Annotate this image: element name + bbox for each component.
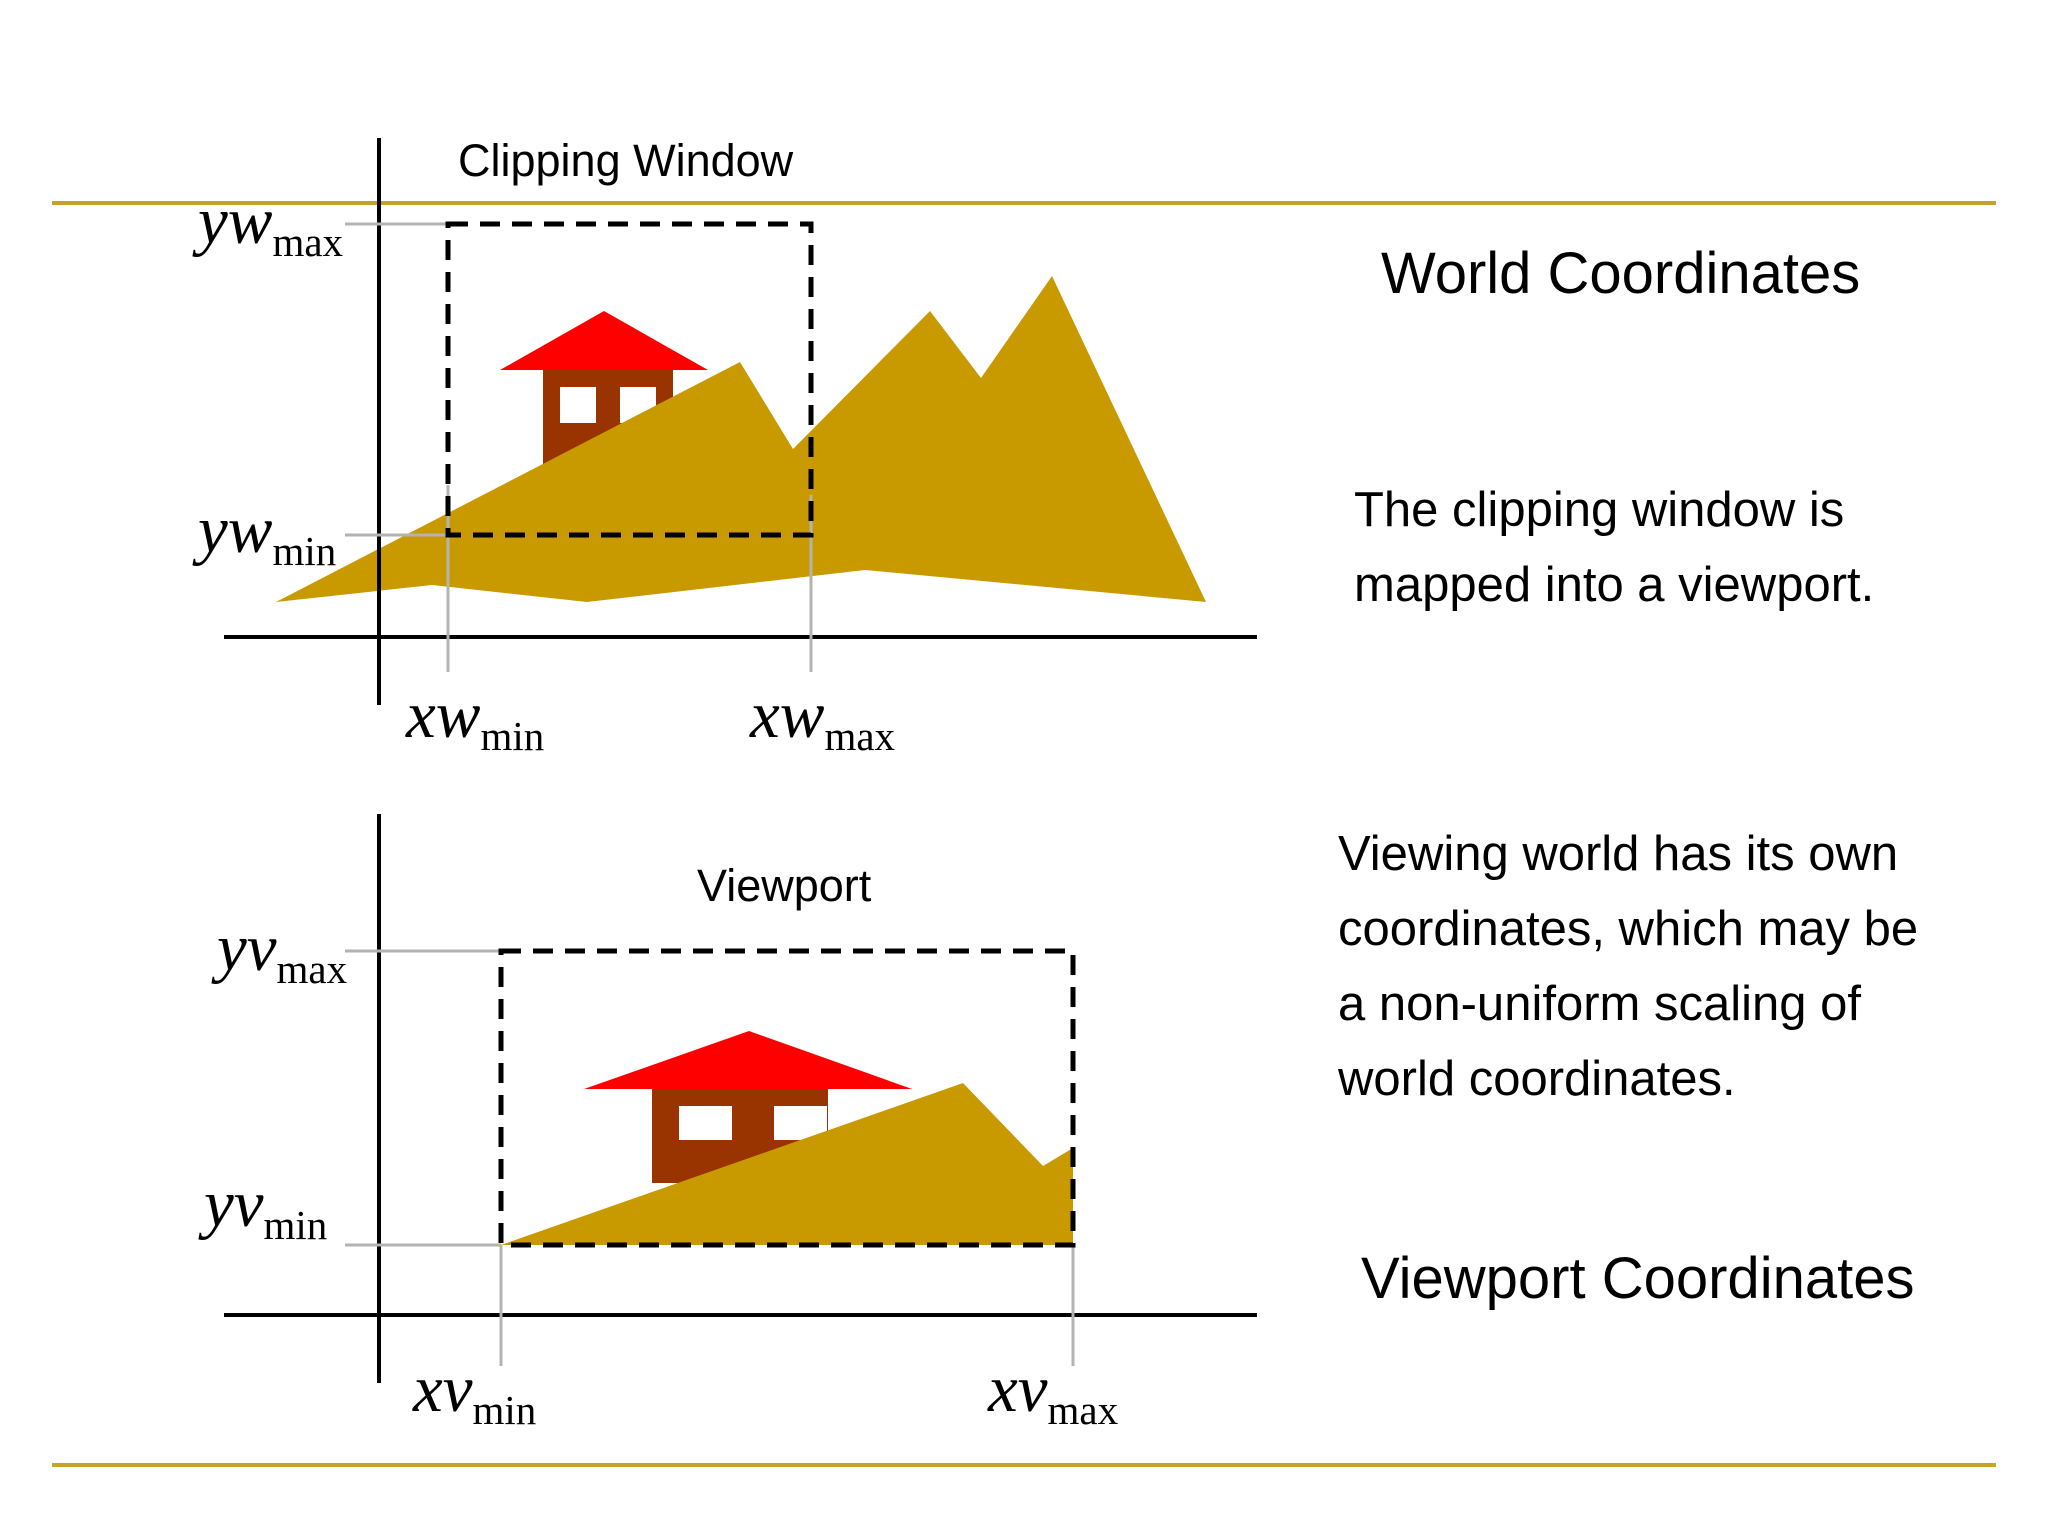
viewport-house-roof (584, 1031, 912, 1089)
world-mountains (276, 276, 1206, 602)
viewport-description-line-1: Viewing world has its own (1338, 827, 1898, 881)
viewport-house-window-left (679, 1106, 732, 1140)
world-y-max-label: ywmax (192, 184, 343, 265)
world-x-max-label: xwmax (749, 678, 895, 759)
viewport-panel: Viewport yvmax yvmin xvmi (198, 814, 1257, 1433)
world-house-window-left (560, 387, 596, 423)
world-scene (276, 276, 1206, 602)
viewport-description-line-4: world coordinates. (1337, 1052, 1736, 1106)
viewport-y-min-label: yvmin (198, 1167, 327, 1248)
viewport-y-max-label: yvmax (211, 911, 347, 992)
viewport-mountains (501, 1083, 1073, 1245)
viewport-box (498, 948, 1076, 1248)
clipping-description-line-2: mapped into a viewport. (1354, 558, 1874, 612)
world-coordinates-heading: World Coordinates (1381, 241, 1860, 306)
clipping-description: The clipping window is mapped into a vie… (1354, 483, 1874, 612)
clipping-window-box (445, 221, 814, 538)
world-y-min-label: ywmin (192, 493, 336, 574)
clipping-window-title: Clipping Window (458, 135, 794, 186)
clipping-description-line-1: The clipping window is (1354, 483, 1844, 537)
viewport-description-line-3: a non-uniform scaling of (1338, 977, 1861, 1031)
viewport-x-min-label: xvmin (412, 1352, 536, 1433)
viewport-description: Viewing world has its own coordinates, w… (1337, 827, 1932, 1106)
world-x-min-label: xwmin (405, 678, 544, 759)
viewport-title: Viewport (697, 860, 872, 911)
viewport-description-line-2: coordinates, which may be (1338, 902, 1918, 956)
viewport-scene (501, 1031, 1073, 1245)
viewport-coordinates-heading: Viewport Coordinates (1361, 1246, 1914, 1311)
world-house-roof (500, 311, 708, 370)
world-panel: Clipping Window ywmax ywmin (192, 135, 1257, 759)
viewport-x-max-label: xvmax (987, 1352, 1118, 1433)
